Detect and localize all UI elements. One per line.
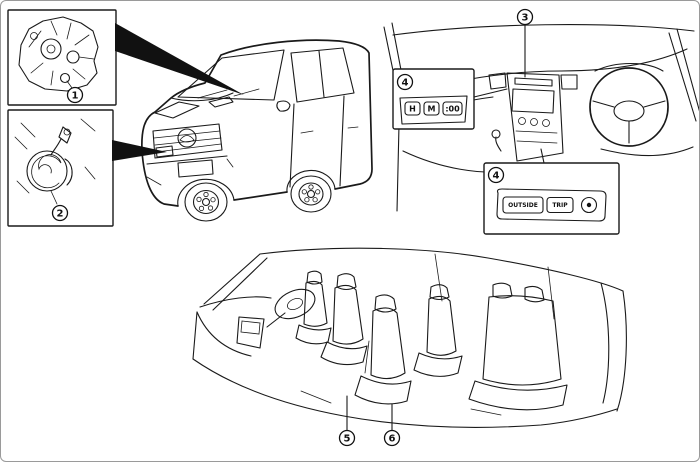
driver-seat	[320, 273, 368, 366]
license-plate	[177, 159, 214, 178]
trip-label: TRIP	[552, 202, 568, 209]
audio-display	[511, 88, 555, 114]
clock-reset-button	[442, 101, 463, 116]
clock-reset-label: :00	[445, 105, 460, 114]
interior-steering-wheel	[266, 288, 316, 328]
dashboard-illustration	[383, 22, 699, 212]
clock-minute-button	[423, 101, 440, 116]
shift-lever	[495, 136, 502, 152]
callout-trip-buttons: 4	[487, 166, 505, 184]
trip-button	[546, 196, 574, 214]
callout-clock-buttons: 4	[396, 73, 414, 91]
arrow-to-windshield	[115, 23, 244, 95]
callout-engine: 1	[66, 86, 84, 104]
center-stack	[506, 72, 564, 162]
svg-text:5: 5	[344, 434, 351, 445]
windshield	[177, 49, 285, 101]
clock-hour-button	[404, 101, 421, 116]
rear-wheel	[290, 175, 332, 213]
brand-emblem	[177, 128, 197, 148]
svg-text:4: 4	[402, 78, 409, 89]
third-row-bench-seat	[468, 282, 568, 411]
trip-buttons-inset: OUTSIDE TRIP	[483, 162, 620, 235]
clock-buttons-inset: H M :00	[392, 68, 508, 130]
callout-horn: 2	[51, 204, 69, 222]
fog-lamp	[155, 145, 174, 158]
outside-temp-label: OUTSIDE	[508, 202, 538, 209]
svg-text:3: 3	[522, 13, 529, 24]
clock-display	[514, 77, 553, 87]
air-vents	[488, 72, 578, 90]
leader-line-trip	[540, 148, 545, 164]
steering-wheel	[589, 63, 669, 147]
horn-illustration	[14, 118, 96, 205]
clock-hour-label: H	[409, 105, 416, 114]
svg-text:2: 2	[57, 209, 64, 220]
outside-temp-button	[502, 196, 544, 214]
callout-clock: 3	[516, 8, 534, 26]
arrow-to-horn	[112, 140, 167, 161]
front-wheel	[184, 182, 228, 222]
side-windows	[290, 47, 355, 103]
interior-seats-illustration	[192, 247, 627, 431]
second-row-left-seat	[354, 294, 412, 405]
callout-second-row-seat: 5	[338, 429, 356, 447]
door-mirror	[276, 100, 291, 112]
svg-text:6: 6	[389, 434, 396, 445]
callout-third-row-seat: 6	[383, 429, 401, 447]
horn-inset-box	[7, 109, 114, 227]
engine-inset-box	[7, 9, 117, 106]
headlight	[154, 101, 200, 119]
svg-text:4: 4	[493, 171, 500, 182]
clock-minute-label: M	[428, 105, 436, 114]
second-row-right-seat	[413, 284, 463, 377]
front-passenger-seat	[295, 270, 332, 345]
grille	[152, 123, 223, 159]
svg-text:1: 1	[72, 91, 79, 102]
engine-illustration	[18, 16, 99, 92]
minivan-illustration	[141, 39, 373, 222]
